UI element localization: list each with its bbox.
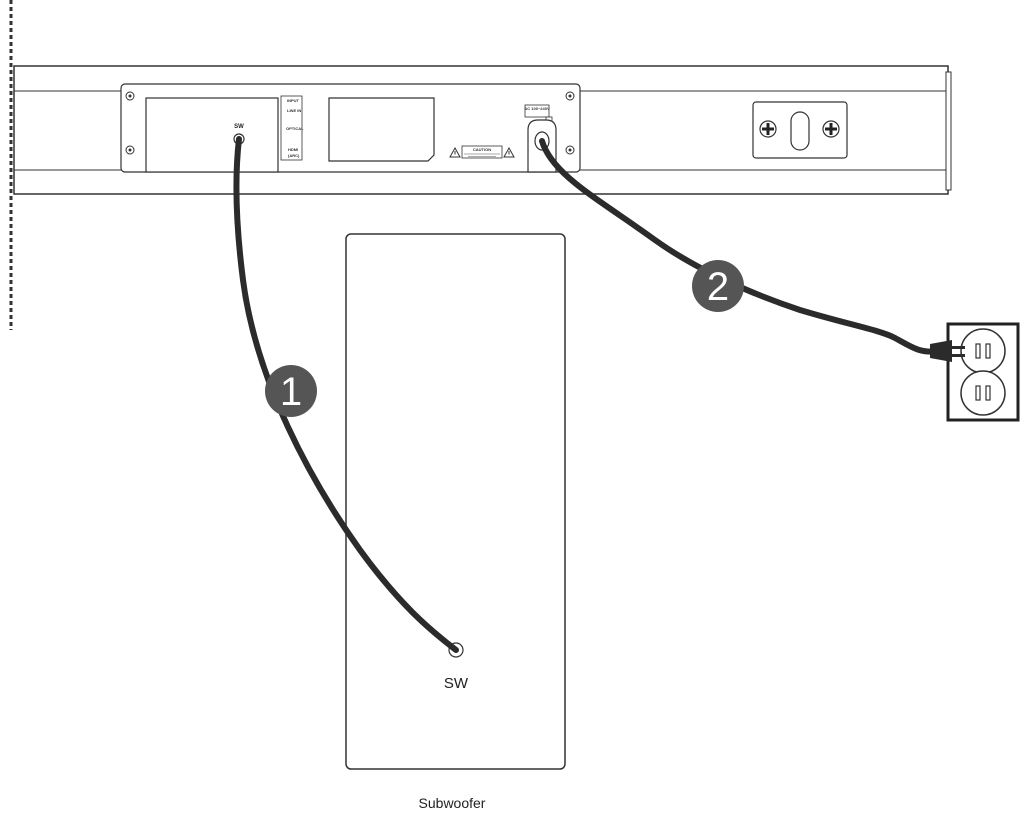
power-cable	[539, 138, 941, 355]
line-in-label: LINE IN	[287, 108, 301, 113]
soundbar: SW INPUT LINE IN OPTICAL HDMI (ARC) CAUT…	[13, 65, 952, 195]
step-number-1: 1	[280, 370, 302, 414]
hdmi-label: HDMI	[288, 147, 298, 152]
input-label-strip	[280, 95, 303, 161]
input-label: INPUT	[287, 98, 300, 103]
step-badge-1: 1	[265, 365, 317, 417]
power-plug-icon	[930, 340, 965, 362]
screw-icon	[125, 91, 135, 101]
subwoofer: SW	[345, 233, 566, 770]
ac-rating-label: AC 100~240V	[524, 106, 550, 111]
screw-icon	[565, 91, 575, 101]
caution-label: CAUTION	[473, 147, 491, 152]
caution-box	[461, 145, 503, 159]
wall-mount-keyhole-icon	[790, 111, 810, 151]
step-number-2: 2	[707, 265, 729, 309]
step-badge-2: 2	[692, 260, 744, 312]
rating-plate	[328, 97, 435, 162]
connector-block	[145, 97, 279, 173]
screw-icon	[125, 145, 135, 155]
screw-icon	[565, 145, 575, 155]
arc-label: (ARC)	[288, 153, 300, 158]
subwoofer-caption: Subwoofer	[419, 795, 486, 811]
optical-label: OPTICAL	[286, 126, 304, 131]
soundbar-sw-label: SW	[234, 124, 244, 130]
subwoofer-body	[345, 233, 566, 770]
screw-icon	[759, 120, 777, 138]
screw-icon	[822, 120, 840, 138]
wall-outlet-icon	[946, 322, 1020, 422]
warning-icon	[503, 146, 515, 158]
soundbar-end-cap	[945, 71, 952, 191]
warning-icon	[449, 146, 461, 158]
subwoofer-cable	[233, 136, 459, 653]
ac-rating-box	[524, 104, 550, 118]
subwoofer-sw-label: SW	[444, 675, 469, 692]
